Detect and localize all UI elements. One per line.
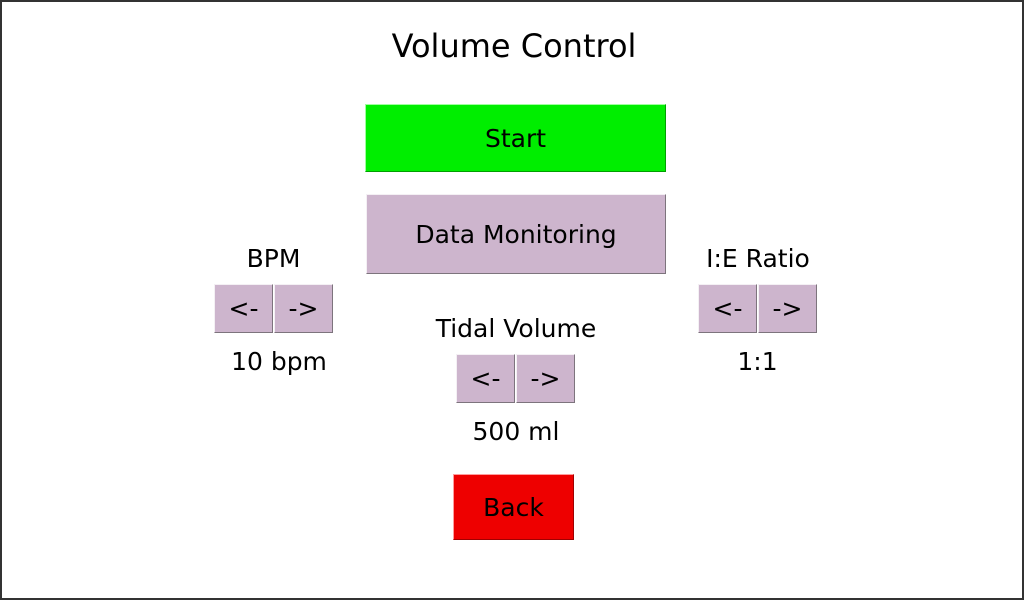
tidal-volume-increase-button[interactable]: -> — [516, 354, 575, 403]
ie-ratio-label: I:E Ratio — [706, 244, 810, 273]
bpm-decrease-button[interactable]: <- — [214, 284, 273, 333]
bpm-value: 10 bpm — [231, 347, 327, 376]
ie-ratio-decrease-button[interactable]: <- — [698, 284, 757, 333]
start-button[interactable]: Start — [365, 104, 666, 172]
tidal-volume-decrease-button[interactable]: <- — [456, 354, 515, 403]
tidal-volume-label: Tidal Volume — [435, 314, 597, 343]
data-monitoring-button[interactable]: Data Monitoring — [366, 194, 666, 274]
tidal-volume-value: 500 ml — [472, 417, 560, 446]
ie-ratio-value: 1:1 — [737, 347, 778, 376]
bpm-label: BPM — [246, 244, 301, 273]
ie-ratio-increase-button[interactable]: -> — [758, 284, 817, 333]
bpm-increase-button[interactable]: -> — [274, 284, 333, 333]
page-title: Volume Control — [391, 27, 637, 65]
back-button[interactable]: Back — [453, 474, 574, 540]
